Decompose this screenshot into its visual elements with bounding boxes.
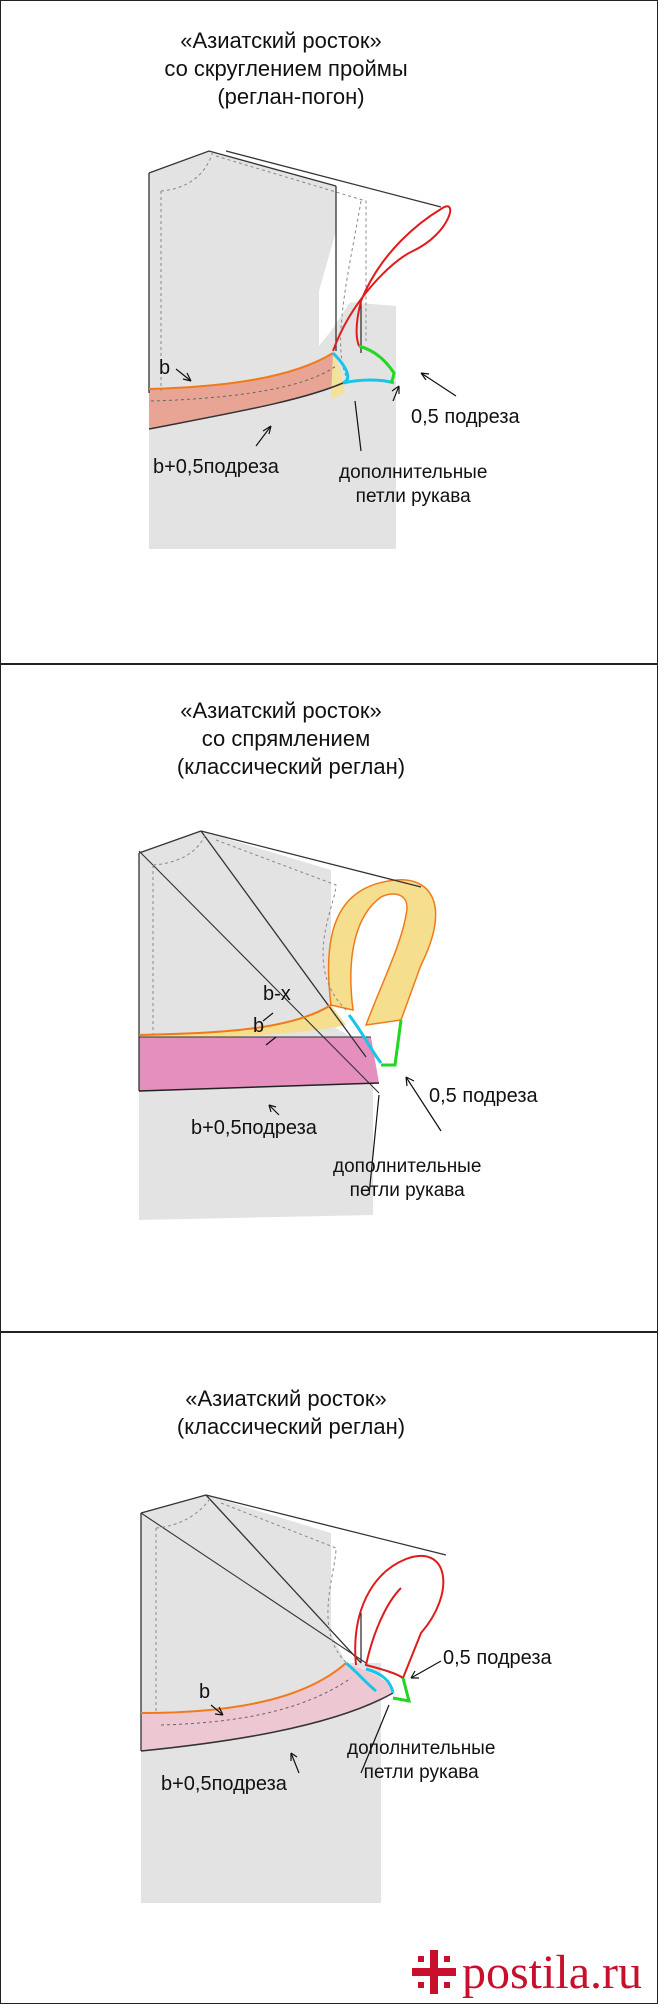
dotted-band-mid (150, 365, 337, 402)
shoulder-start (138, 830, 202, 854)
raglan-diagram-2 (138, 830, 442, 1220)
sleeve-top-line (205, 1494, 447, 1556)
arrow-b (182, 372, 192, 382)
arrow-loops (360, 1704, 390, 1774)
label-cut: 0,5 подреза (443, 1647, 552, 1669)
watermark-text: postila.ru (462, 1945, 642, 1999)
arrow-cut (410, 1660, 442, 1679)
arrow-b05 (290, 1752, 300, 1774)
label-loops: дополнительные петли рукава (339, 461, 487, 509)
band-top-edge (148, 352, 334, 390)
title-line: «Азиатский росток» (180, 28, 382, 53)
dotted-band-mid (160, 1677, 352, 1726)
green-cut (392, 1677, 412, 1703)
colored-band (149, 353, 343, 429)
raglan-diagram-1 (148, 150, 457, 549)
title-line: «Азиатский росток» (185, 1386, 387, 1411)
armhole-cutout (319, 189, 371, 346)
magenta-band (139, 1037, 379, 1091)
sleeve-top-line (225, 150, 442, 208)
title-line: со скруглением проймы (164, 56, 408, 81)
arrow-loops (368, 1094, 380, 1196)
bodice-shape (139, 831, 373, 1220)
label-cut: 0,5 подреза (429, 1085, 538, 1107)
title-line: (классический реглан) (176, 754, 406, 779)
raglan-diagonal-2 (140, 1512, 367, 1664)
raglan-diagonal (205, 1494, 362, 1664)
title-line: (классический реглан) (176, 1414, 406, 1439)
arrow-loops (354, 400, 362, 452)
label-b-minus-x: b-x (263, 983, 291, 1005)
arrow-b05 (262, 425, 272, 435)
diagram-panel-3: «Азиатский росток» (классический реглан)… (0, 1332, 658, 2004)
diagram-panel-1: «Азиатский росток» со скруглением проймы… (0, 0, 658, 664)
label-cut: 0,5 подреза (411, 406, 520, 428)
panel-title-3: «Азиатский росток» (классический реглан) (141, 1385, 461, 1441)
sleeve-space (331, 1533, 446, 1663)
shoulder-start (140, 1494, 207, 1514)
band-top-edge (140, 1662, 347, 1714)
label-b-plus-cut: b+0,5подреза (153, 456, 279, 478)
shoulder-line (148, 150, 337, 187)
postila-logo-icon (410, 1948, 458, 1996)
title-line: «Азиатский росток» (180, 698, 382, 723)
sleeve-loop-red (332, 205, 452, 352)
label-loops-line: дополнительные (333, 1156, 482, 1177)
title-line: со спрямлением (201, 726, 371, 751)
arrow-b (210, 1704, 224, 1716)
label-loops-line: петли рукава (349, 1180, 465, 1201)
label-loops: дополнительные петли рукава (333, 1155, 481, 1203)
raglan-diagonal-2 (138, 850, 380, 1094)
sleeve-top-line (200, 830, 422, 888)
band-bottom-edge (148, 382, 344, 430)
pink-band (141, 1663, 393, 1751)
outer-dotted (215, 155, 367, 341)
label-loops-line: петли рукава (355, 486, 471, 507)
outer-dotted (220, 1502, 350, 1666)
bodice-shape (141, 1495, 381, 1903)
green-cut (381, 1019, 403, 1067)
cyan-loop-2 (365, 1667, 395, 1694)
sleeve-loop-red (354, 1555, 445, 1680)
arrow-cut (391, 385, 400, 394)
arrow-bx (262, 1012, 274, 1022)
band-top-edge (138, 1004, 332, 1036)
label-b: b (253, 1015, 265, 1037)
arrow-b (265, 1036, 277, 1046)
label-b-plus-cut: b+0,5подреза (161, 1773, 287, 1795)
label-loops-line: петли рукава (363, 1762, 479, 1783)
arrow-cut (405, 1076, 442, 1132)
label-loops: дополнительные петли рукава (347, 1737, 495, 1785)
junction-tint (331, 353, 345, 399)
yellow-band (139, 1005, 346, 1041)
raglan-diagonal (200, 830, 367, 1058)
neck-dotted (152, 832, 207, 866)
panel-title-2: «Азиатский росток» со спрямлением (класс… (131, 697, 451, 781)
label-loops-line: дополнительные (347, 1738, 496, 1759)
band-bottom-edge (138, 1082, 380, 1092)
diagram-panel-2: «Азиатский росток» со спрямлением (класс… (0, 664, 658, 1332)
label-b: b (199, 1681, 211, 1703)
watermark: postila.ru (410, 1945, 642, 1999)
cyan-loop (345, 1661, 377, 1693)
band-bottom-edge (140, 1692, 394, 1752)
green-cut (358, 344, 396, 384)
raglan-diagram-3 (140, 1494, 447, 1903)
label-b-plus-cut: b+0,5подреза (191, 1117, 317, 1139)
neck-dotted (160, 150, 214, 192)
panel-title-1: «Азиатский росток» со скруглением проймы… (131, 27, 431, 111)
neck-dotted (155, 1496, 212, 1529)
title-line: (реглан-погон) (217, 84, 365, 109)
sleeve-loop-yellow (327, 879, 437, 1026)
label-loops-line: дополнительные (339, 462, 488, 483)
arrow-b05 (268, 1104, 280, 1116)
label-b: b (159, 357, 171, 379)
cyan-loop (347, 1014, 383, 1064)
